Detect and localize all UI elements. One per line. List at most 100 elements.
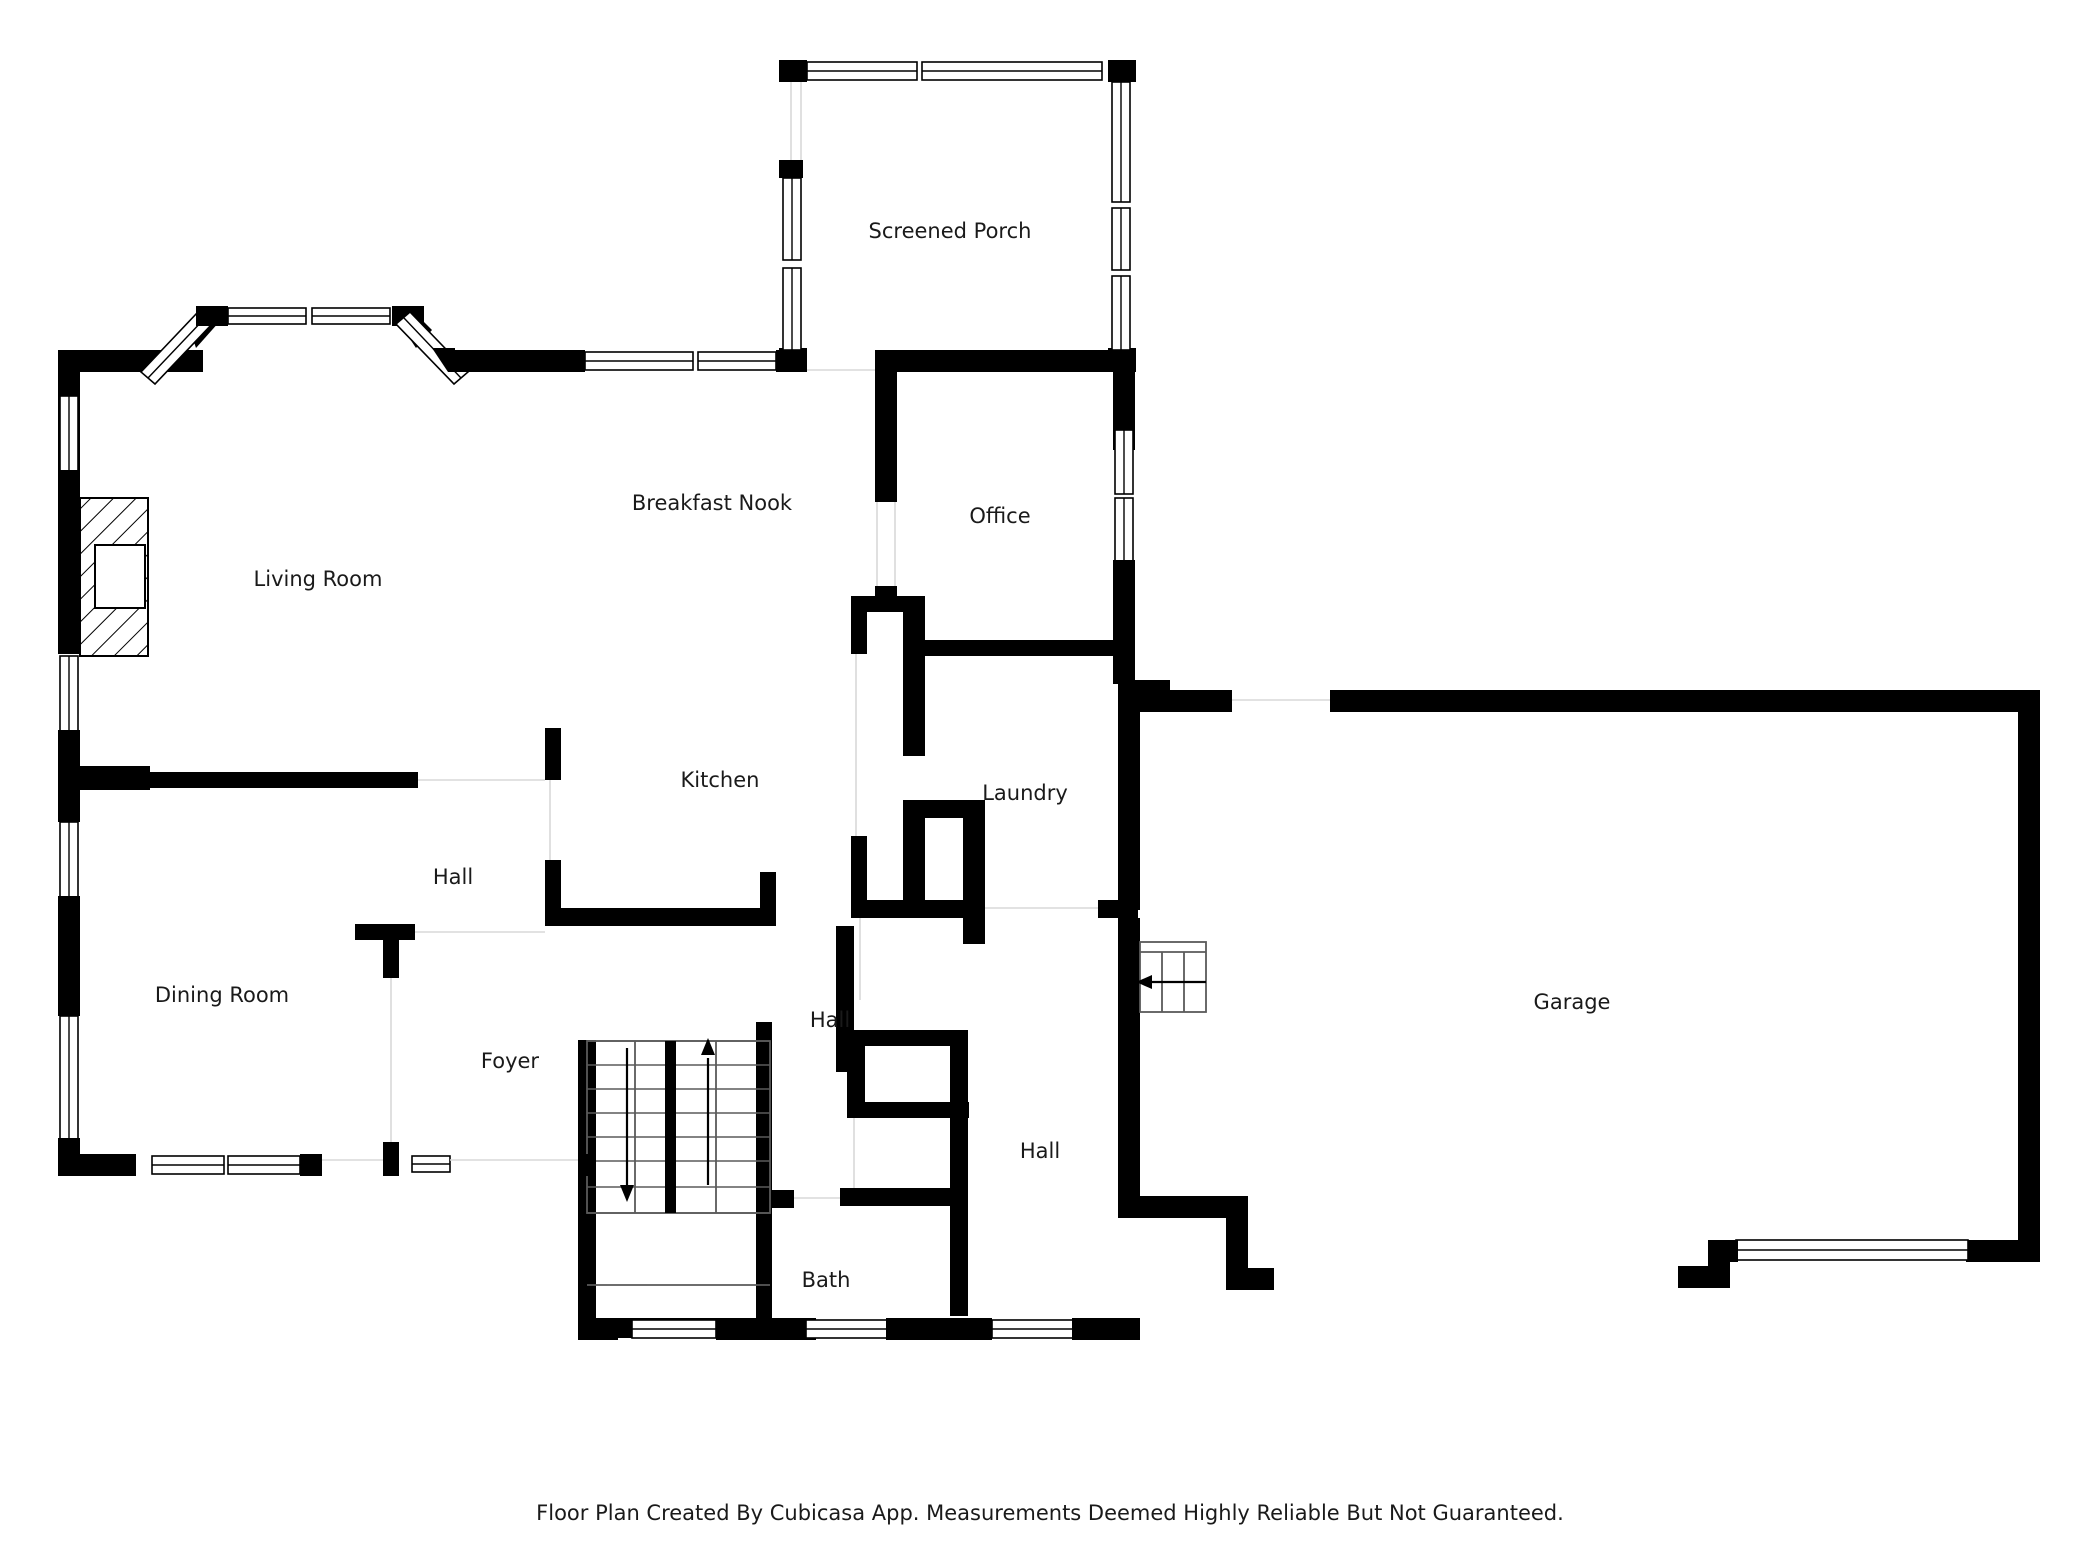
- wall-left-b: [58, 470, 80, 654]
- wall-garage-n-a: [1118, 690, 1232, 712]
- window-office-2: [1114, 497, 1134, 563]
- wall-closet-n: [847, 1030, 967, 1046]
- main-staircase[interactable]: [586, 1038, 771, 1286]
- wall-bath-n-b: [840, 1188, 950, 1206]
- window-left-1: [59, 395, 79, 475]
- stair-down-arrow: [620, 1048, 634, 1202]
- wall-hall-se: [1118, 1196, 1248, 1218]
- wall-kitchen-s: [545, 908, 775, 926]
- room-label-foyer: Foyer: [481, 1049, 540, 1073]
- wall-laundry-w-b: [903, 800, 925, 916]
- porch-post-w-mid: [779, 160, 803, 178]
- wall-hall-se-b: [1226, 1196, 1248, 1282]
- wall-nook-s-stub: [851, 596, 917, 612]
- window-left-2: [59, 655, 79, 733]
- living-room-structure: [58, 306, 806, 1176]
- wall-laundry-w: [903, 596, 925, 756]
- wall-nook-office: [875, 352, 897, 502]
- wall-bath-n-a: [772, 1190, 794, 1208]
- window-left-3: [59, 821, 79, 899]
- wall-foyer-sw-post: [383, 1142, 399, 1176]
- room-label-laundry: Laundry: [982, 781, 1068, 805]
- window-bottom-3: [991, 1319, 1077, 1339]
- garage-step-arrow: [1136, 975, 1206, 989]
- room-label-bath: Bath: [802, 1268, 851, 1292]
- screened-porch-structure: [779, 60, 1136, 372]
- room-label-hall-upper: Hall: [433, 865, 473, 889]
- wall-left-d: [58, 896, 80, 1016]
- bay-window-center: [196, 306, 424, 326]
- porch-post-ne: [1108, 60, 1136, 82]
- stair-up-arrow: [701, 1038, 715, 1185]
- wall-office-e-b: [1113, 560, 1135, 684]
- wall-laundry-closet-e: [963, 800, 985, 918]
- porch-screen-west: [782, 82, 802, 351]
- kitchen-laundry-structure: [355, 596, 1138, 1150]
- wall-closet-w: [847, 1030, 865, 1116]
- room-label-hall-lower: Hall: [1020, 1139, 1060, 1163]
- wall-kitchen-nook: [851, 596, 867, 654]
- porch-post-nw: [779, 60, 807, 82]
- wall-foyer-e-top: [756, 1022, 772, 1042]
- wall-garage-s-e: [1966, 1240, 2040, 1262]
- hall-foyer-structure: [578, 680, 1274, 1340]
- nook-office-structure: [851, 350, 1135, 684]
- window-bottom-1: [631, 1319, 717, 1339]
- room-label-kitchen: Kitchen: [681, 768, 760, 792]
- garage-door: [1735, 1239, 1969, 1261]
- wall-kitchen-e: [851, 836, 867, 916]
- footer-disclaimer: Floor Plan Created By Cubicasa App. Meas…: [536, 1501, 1564, 1525]
- wall-office-s: [917, 640, 1135, 656]
- wall-garage-n-b: [1330, 690, 2040, 712]
- wall-hall-se-c: [1226, 1268, 1274, 1290]
- wall-dining-s-post: [300, 1154, 322, 1176]
- room-label-breakfast-nook: Breakfast Nook: [632, 491, 793, 515]
- room-label-hall-mid: Hall: [810, 1008, 850, 1032]
- garage-structure: [1118, 690, 2040, 1288]
- room-label-living-room: Living Room: [254, 567, 383, 591]
- window-left-4: [59, 1015, 79, 1141]
- wall-kitchen-s-stub: [760, 872, 776, 926]
- wall-foyer-e: [756, 1022, 772, 1338]
- wall-living-ne: [455, 350, 585, 372]
- wall-bottom-b: [716, 1318, 816, 1340]
- wall-bottom-c: [886, 1318, 992, 1340]
- wall-closet-s: [847, 1102, 969, 1118]
- wall-living-hall: [148, 772, 418, 788]
- wall-bath-e: [950, 1102, 968, 1316]
- wall-living-hall-stub: [58, 766, 150, 790]
- stair-center-rail: [665, 1041, 676, 1213]
- wall-bay-corner-e: [432, 348, 455, 372]
- wall-bottom-a: [578, 1318, 618, 1340]
- wall-office-e-a: [1113, 350, 1135, 450]
- dining-room-structure: [58, 1138, 596, 1176]
- window-bottom-2: [805, 1319, 891, 1339]
- room-label-dining-room: Dining Room: [155, 983, 289, 1007]
- wall-hall-e-mid: [1118, 690, 1140, 910]
- wall-foyer-ne-post: [578, 1154, 596, 1176]
- wall-bottom-d: [1072, 1318, 1140, 1340]
- wall-garage-e: [2018, 690, 2040, 1250]
- wall-kitchen-peninsula: [545, 728, 561, 780]
- porch-screen-east: [1111, 81, 1131, 351]
- window-foyer-front: [411, 1155, 451, 1173]
- garage-entry-steps[interactable]: [1136, 941, 1207, 1013]
- wall-garage-s-w: [1678, 1266, 1730, 1288]
- wall-foyer-divider: [383, 924, 399, 978]
- room-label-screened-porch: Screened Porch: [869, 219, 1032, 243]
- window-dining-1: [151, 1155, 301, 1175]
- window-nook-north: [584, 351, 777, 371]
- bay-window-right: [392, 310, 470, 386]
- porch-screen-top: [806, 61, 1103, 81]
- room-label-office: Office: [969, 504, 1030, 528]
- wall-laundry-s-post: [963, 900, 985, 944]
- wall-nook-ne-post: [776, 350, 806, 372]
- wall-laundry-nook-stub: [903, 800, 981, 818]
- wall-office-n: [875, 350, 1135, 372]
- room-label-garage: Garage: [1534, 990, 1611, 1014]
- fireplace: [79, 497, 149, 657]
- room-labels: Screened Porch Living Room Breakfast Noo…: [155, 219, 1611, 1292]
- wall-dining-s-a: [58, 1154, 136, 1176]
